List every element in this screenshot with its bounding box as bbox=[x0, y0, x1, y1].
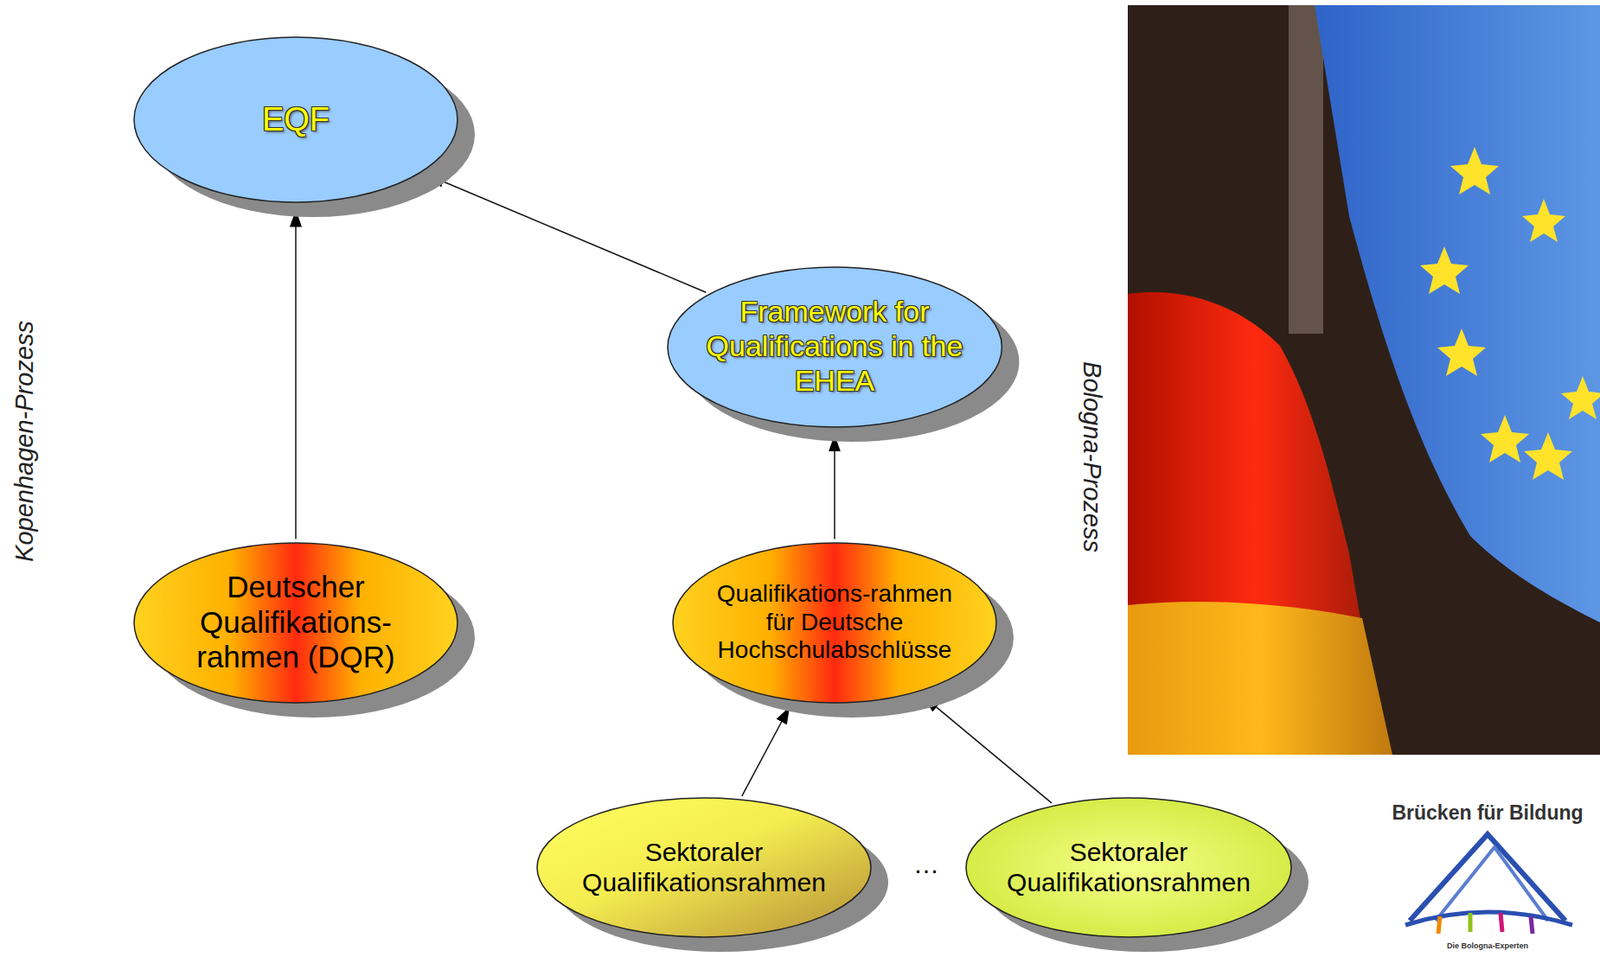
eu-flag bbox=[1314, 5, 1600, 623]
ellipse-outline bbox=[134, 37, 458, 203]
ellipse-outline bbox=[672, 543, 997, 704]
node-label: Framework for Qualifications in the EHEA bbox=[704, 294, 965, 398]
ellipse-node: Sektoraler Qualifikationsrahmen bbox=[964, 796, 1293, 940]
ellipse-node: Deutscher Qualifikations-rahmen (DQR) bbox=[132, 541, 460, 705]
photo-background bbox=[1127, 5, 1600, 756]
ellipse-node: Sektoraler Qualifikationsrahmen bbox=[535, 796, 873, 940]
ellipse-shape bbox=[964, 796, 1293, 940]
node-label: Sektoraler Qualifikationsrahmen bbox=[985, 837, 1272, 898]
bridge-arch bbox=[1409, 834, 1566, 922]
ellipse-outline bbox=[667, 267, 1002, 428]
bridge-leg bbox=[1500, 913, 1503, 933]
arrow-connector bbox=[833, 435, 836, 540]
process-label: Bologna-Prozess bbox=[1077, 361, 1107, 553]
bridge-deck bbox=[1405, 912, 1573, 926]
arrow-connector bbox=[742, 707, 790, 797]
flag-pole bbox=[1288, 5, 1324, 334]
node-label: EQF bbox=[166, 100, 426, 139]
arrow-connector bbox=[428, 175, 706, 294]
ellipse-node: EQF bbox=[132, 35, 460, 205]
ellipsis: … bbox=[913, 850, 940, 880]
node-label: Qualifikations-rahmen für Deutsche Hochs… bbox=[707, 580, 963, 666]
german-flag-gold bbox=[1127, 601, 1393, 756]
ellipse-shape bbox=[535, 796, 873, 940]
bridge-leg bbox=[1438, 916, 1440, 935]
ellipse-node: Qualifikations-rahmen für Deutsche Hochs… bbox=[671, 541, 999, 705]
node-label: Sektoraler Qualifikationsrahmen bbox=[561, 837, 847, 898]
bridge-arch bbox=[1435, 847, 1549, 922]
logo-title: Brücken für Bildung bbox=[1391, 801, 1583, 826]
ellipse-outline bbox=[537, 798, 871, 938]
bridge-leg bbox=[1468, 913, 1473, 933]
ellipse-node: Framework for Qualifications in the EHEA bbox=[665, 265, 1004, 429]
logo-subtitle: Die Bologna-Experten bbox=[1446, 941, 1529, 951]
process-label: Kopenhagen-Prozess bbox=[10, 320, 39, 563]
eu-stars bbox=[1420, 147, 1600, 480]
arrow-connector bbox=[923, 697, 1052, 804]
bridge-leg bbox=[1530, 916, 1533, 935]
arrow-connector bbox=[294, 211, 297, 540]
ellipse-outline bbox=[134, 543, 458, 704]
ellipse-outline bbox=[966, 798, 1292, 938]
node-label: Deutscher Qualifikations-rahmen (DQR) bbox=[177, 569, 416, 677]
